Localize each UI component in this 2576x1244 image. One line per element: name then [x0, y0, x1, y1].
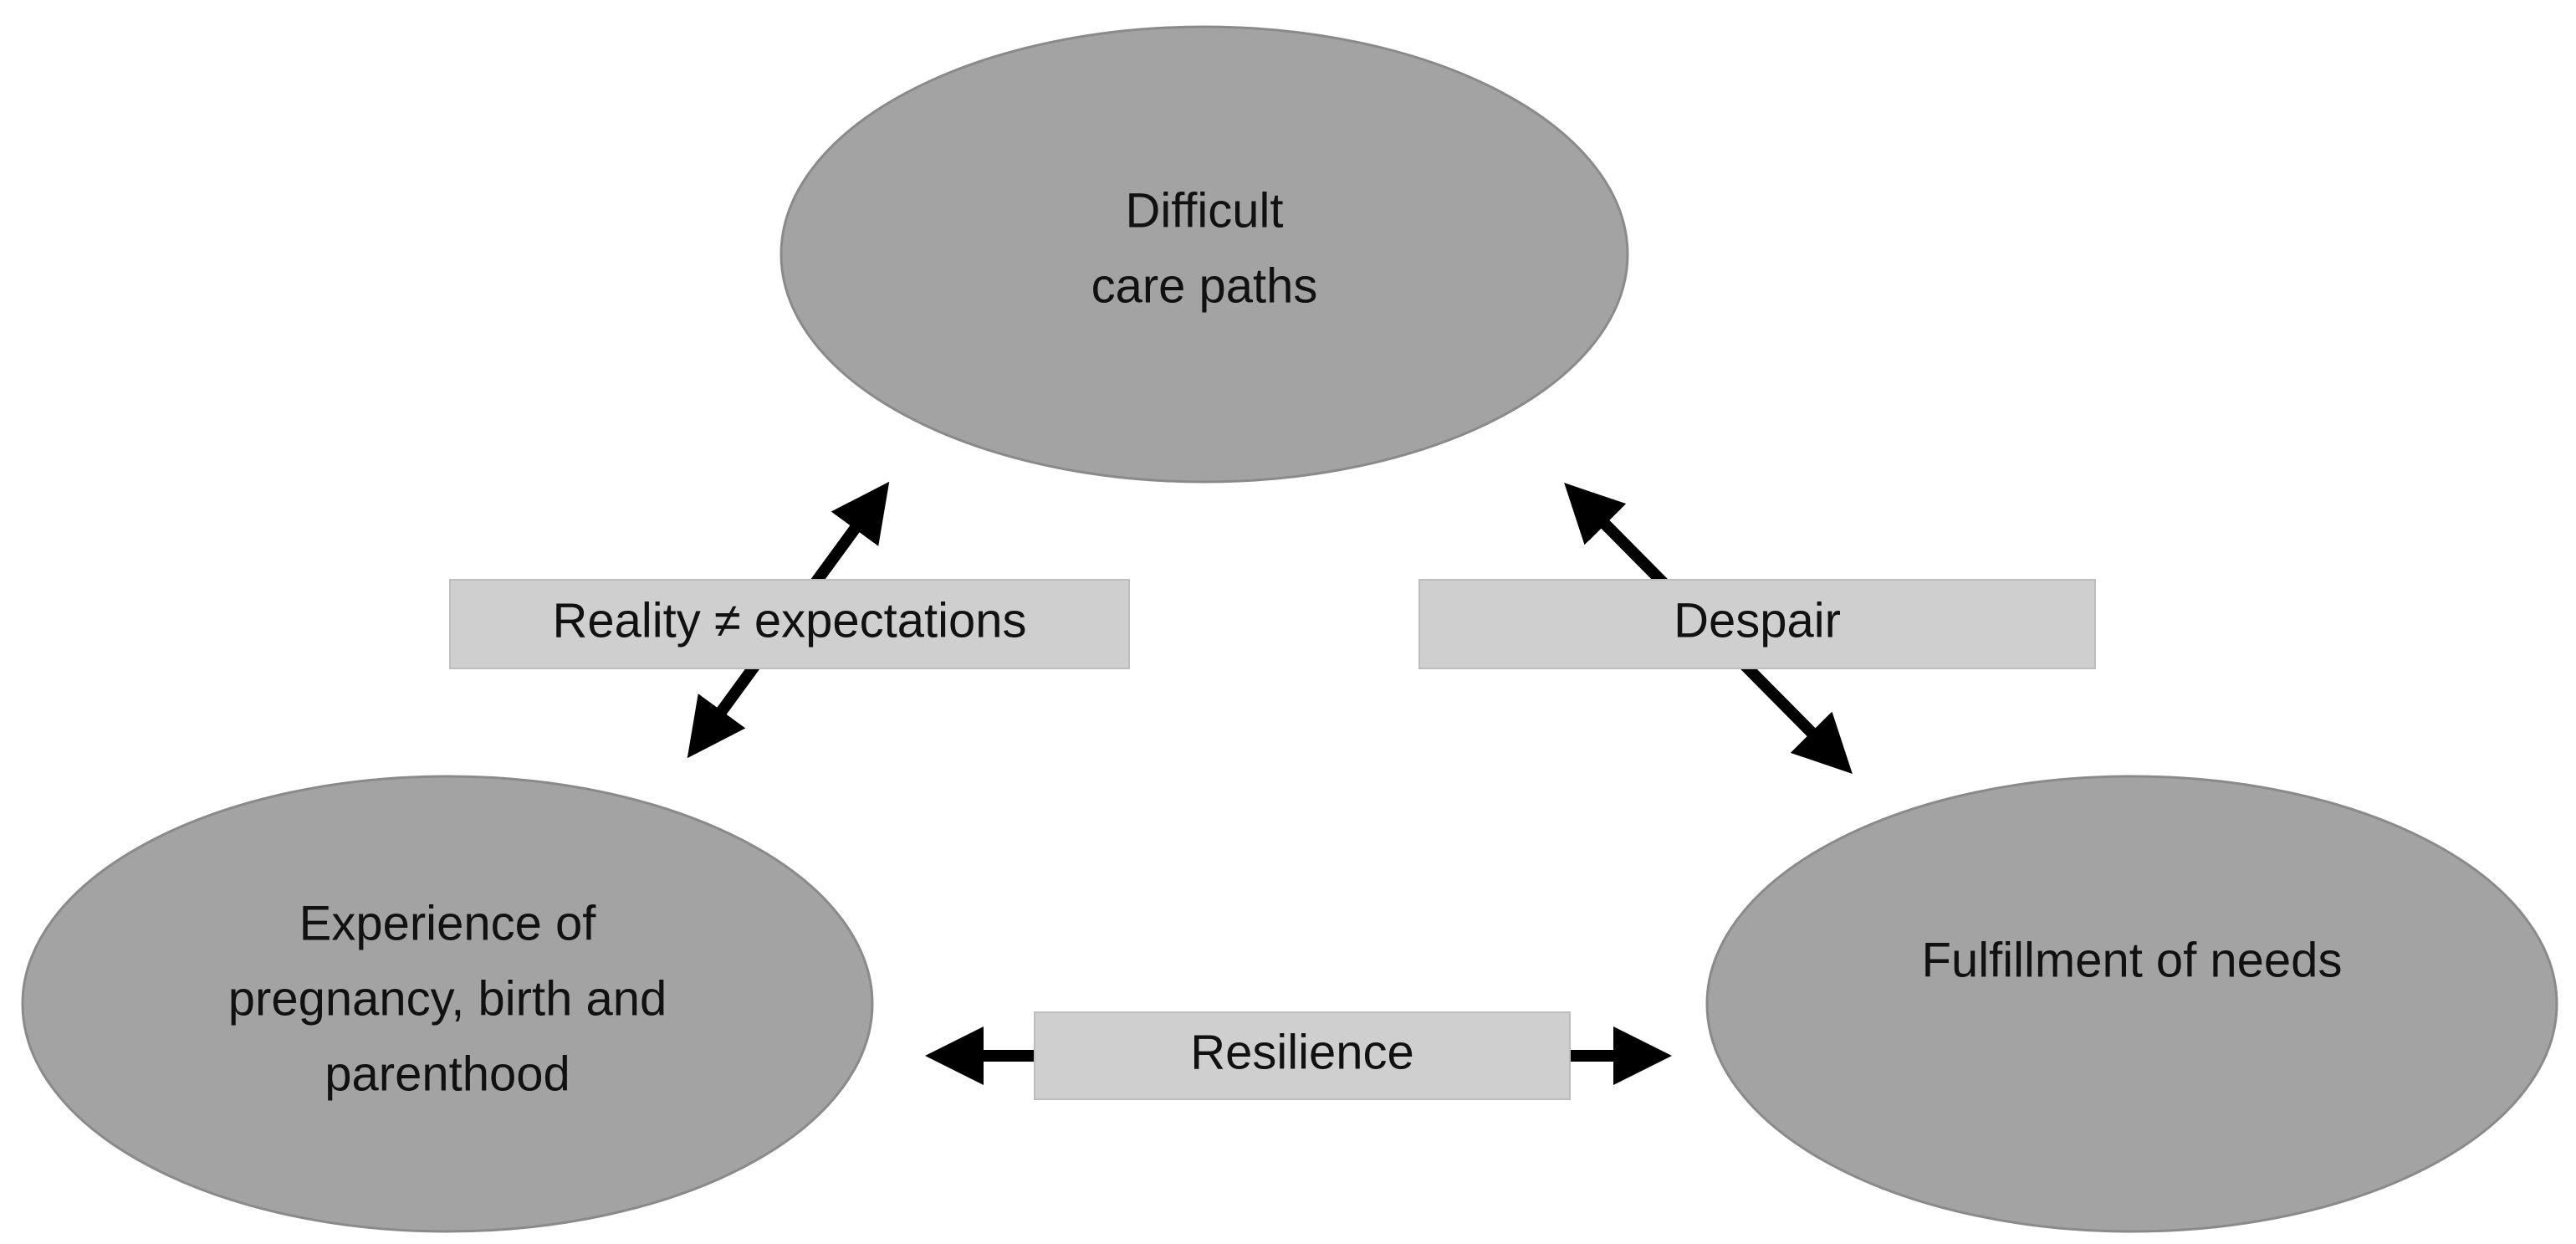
node-fulfillment-of-needs [1705, 775, 2558, 1233]
node-left-text-line-2: pregnancy, birth and [228, 971, 667, 1026]
node-right-text: Fulfillment of needs [1922, 933, 2343, 987]
relation-label-reality-expectations: Reality ≠ expectations [552, 593, 1026, 648]
node-top-text-line-1: Difficult [1125, 183, 1283, 238]
node-left-text-line-1: Experience of [299, 896, 597, 950]
node-experience-of-pregnancy [21, 775, 874, 1233]
relation-label-despair: Despair [1674, 593, 1841, 648]
node-difficult-care-paths [779, 25, 1629, 484]
relation-label-resilience: Resilience [1190, 1025, 1414, 1079]
node-top-text-line-2: care paths [1091, 259, 1318, 313]
relation-box-reality-expectations [449, 579, 1130, 669]
relation-box-resilience [1034, 1011, 1571, 1100]
node-left-text-line-3: parenthood [325, 1047, 570, 1101]
relation-box-despair [1418, 579, 2096, 669]
